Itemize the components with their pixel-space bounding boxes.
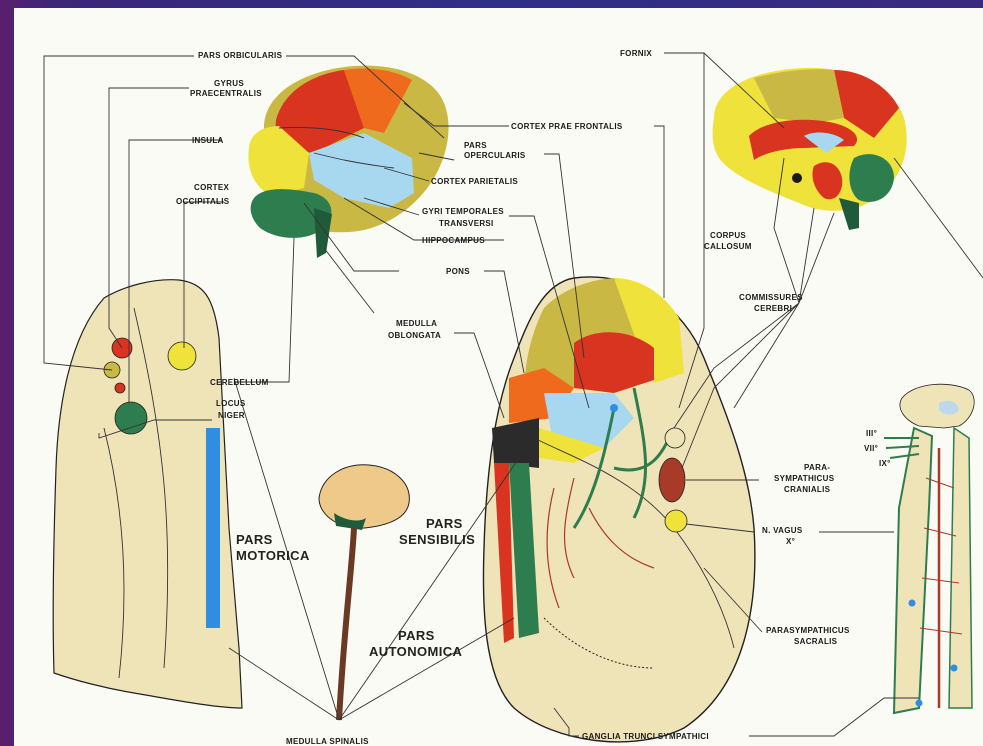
label-insula: INSULA [192,136,224,145]
label-callosum: CALLOSUM [704,242,752,251]
label-sacralis: SACRALIS [794,637,838,646]
label-cortex-prae-frontalis: CORTEX PRAE FRONTALIS [511,122,623,131]
lateral-brain [248,66,448,258]
label-pars-motorica-2: MOTORICA [236,548,310,563]
right-spine [884,384,974,713]
label-pars-autonomica-1: PARS [398,628,435,643]
label-cortex: CORTEX [194,183,229,192]
label-locus: LOCUS [216,399,246,408]
label-praecentralis: PRAECENTRALIS [190,89,262,98]
label-niger: NIGER [218,411,245,420]
label-cerebri: CEREBRI [754,304,792,313]
label-hippocampus: HIPPOCAMPUS [422,236,485,245]
medial-brain [713,68,907,230]
small-brain-cord [319,465,409,720]
illustration-panel: PARS ORBICULARIS GYRUS PRAECENTRALIS INS… [14,8,983,746]
label-parasympathicus: PARASYMPATHICUS [766,626,850,635]
label-medulla: MEDULLA [396,319,437,328]
label-gyrus: GYRUS [214,79,244,88]
label-n-vagus: N. VAGUS [762,526,803,535]
label-fornix: FORNIX [620,49,652,58]
label-opercularis: OPERCULARIS [464,151,526,160]
label-para: PARA- [804,463,830,472]
label-pars: PARS [464,141,487,150]
label-n7: VII° [864,444,878,453]
label-pars-motorica-1: PARS [236,532,273,547]
label-occipitalis: OCCIPITALIS [176,197,230,206]
label-cortex-parietalis: CORTEX PARIETALIS [431,177,518,186]
label-n9: IX° [879,459,891,468]
label-pars-sensibilis-2: SENSIBILIS [399,532,475,547]
label-sympathicus: SYMPATHICUS [774,474,835,483]
label-cranialis: CRANIALIS [784,485,831,494]
label-ganglia: GANGLIA TRUNCI SYMPATHICI [582,732,709,741]
label-pars-sensibilis-1: PARS [426,516,463,531]
label-pons: PONS [446,267,470,276]
label-medulla-spinalis: MEDULLA SPINALIS [286,737,369,746]
label-oblongata: OBLONGATA [388,331,441,340]
label-x: X° [786,537,795,546]
label-pars-orbicularis: PARS ORBICULARIS [198,51,283,60]
label-pars-autonomica-2: AUTONOMICA [369,644,463,659]
label-n3: III° [866,429,877,438]
nervous-system-diagram: PARS ORBICULARIS GYRUS PRAECENTRALIS INS… [14,8,983,746]
central-section [483,277,754,742]
motor-section [53,280,242,708]
label-commissures: COMMISSURES [739,293,803,302]
label-cerebellum: CEREBELLUM [210,378,269,387]
label-transversi: TRANSVERSI [439,219,494,228]
label-corpus: CORPUS [710,231,746,240]
label-gyri-temporales: GYRI TEMPORALES [422,207,504,216]
